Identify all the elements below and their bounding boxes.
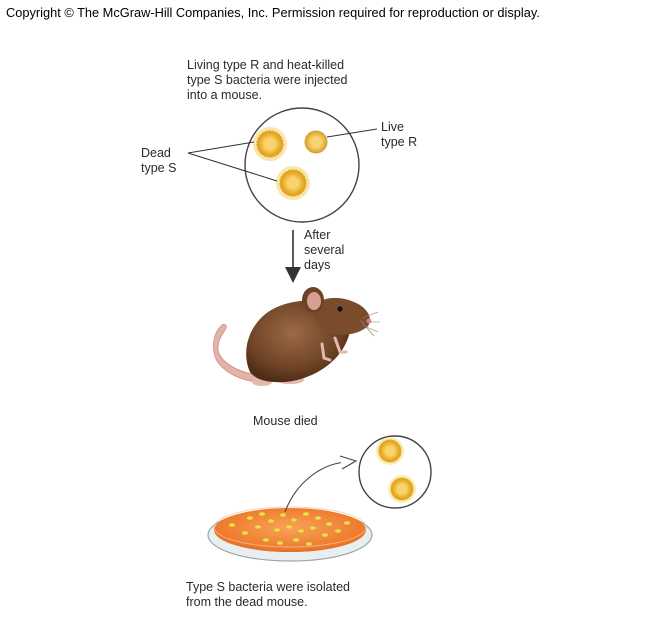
zoom-arrow <box>284 461 346 513</box>
isolated-type-s-cell-2 <box>388 475 416 503</box>
injection-caption: Living type R and heat-killed type S bac… <box>187 58 348 102</box>
dead-type-s-cell-2 <box>276 166 310 200</box>
dead-type-s-cell-1 <box>253 127 287 161</box>
petri-dish <box>207 506 373 562</box>
bacterial-colonies <box>228 511 351 547</box>
leader-line-dead-s-2 <box>187 152 278 182</box>
isolation-caption: Type S bacteria were isolated from the d… <box>186 580 350 609</box>
leader-line-live-r <box>326 128 378 138</box>
live-type-r-cell <box>304 130 328 154</box>
dead-type-s-label: Dead type S <box>141 146 177 175</box>
zoom-arrow-head <box>339 455 358 470</box>
magnified-circle <box>358 435 432 509</box>
live-type-r-label: Live type R <box>381 120 418 149</box>
time-label: After several days <box>304 228 345 272</box>
leader-line-dead-s-1 <box>187 141 255 154</box>
isolated-type-s-cell-1 <box>376 437 404 465</box>
copyright-notice: Copyright © The McGraw-Hill Companies, I… <box>6 5 540 20</box>
mouse-illustration <box>213 287 380 386</box>
injection-circle <box>187 107 378 223</box>
mouse-died-caption: Mouse died <box>253 414 318 428</box>
